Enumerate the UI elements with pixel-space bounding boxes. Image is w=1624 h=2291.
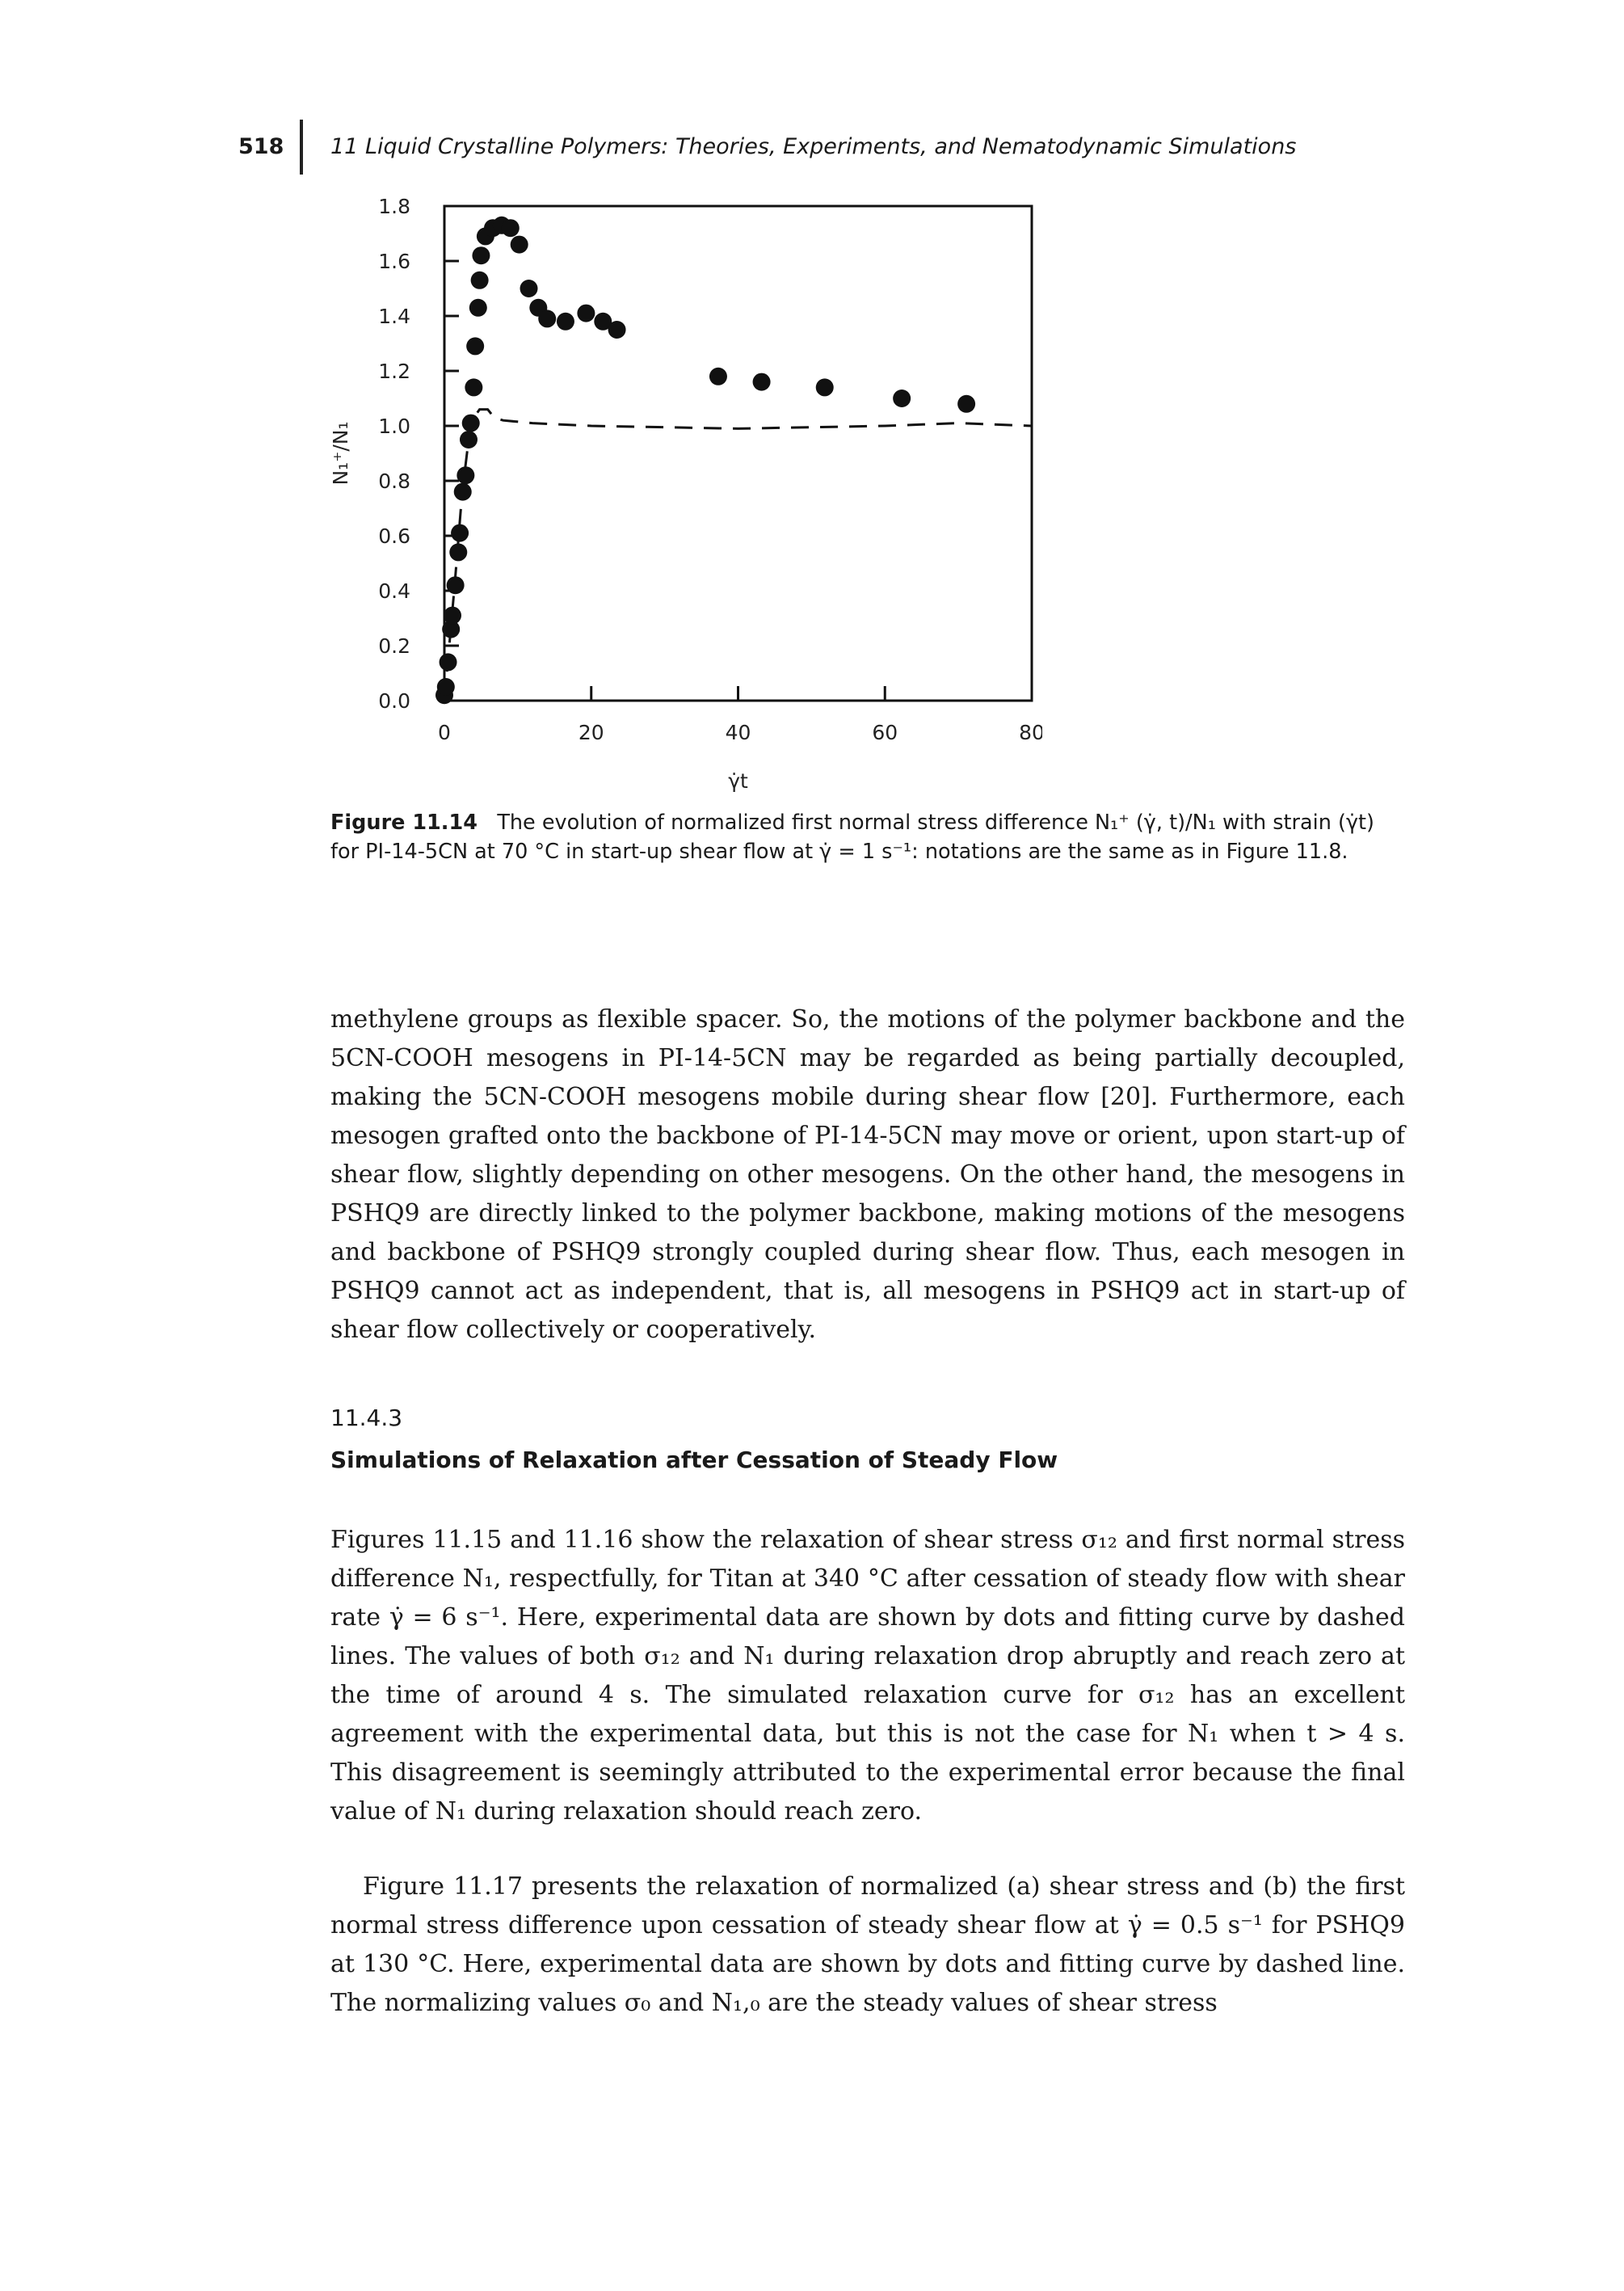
data-point [538, 310, 557, 328]
y-tick-label: 1.2 [378, 360, 410, 383]
data-point [556, 312, 574, 331]
running-title: 11 Liquid Crystalline Polymers: Theories… [330, 134, 1297, 159]
data-point [459, 431, 478, 449]
page-number: 518 [238, 134, 284, 159]
y-tick-label: 0.6 [378, 524, 410, 548]
data-point [608, 321, 626, 339]
y-tick-label: 0.2 [378, 634, 410, 658]
chart-svg: 0.0 0.2 0.4 0.6 0.8 1.0 1.2 1.4 1.6 1.8 0 20 40 60 80 γ… [329, 195, 1042, 793]
data-point [709, 367, 727, 385]
data-point [461, 414, 480, 432]
y-tick-label: 1.8 [378, 195, 410, 218]
data-point [815, 378, 834, 397]
data-point [453, 482, 472, 501]
data-point [436, 678, 455, 696]
y-tick-label: 0.0 [378, 689, 410, 713]
body-paragraph-2: Figures 11.15 and 11.16 show the relaxat… [330, 1526, 1405, 1826]
data-point [446, 576, 465, 595]
section-number: 11.4.3 [330, 1405, 403, 1431]
data-point [466, 337, 485, 356]
y-tick-label: 1.4 [378, 305, 410, 328]
section-title: Simulations of Relaxation after Cessatio… [330, 1447, 1058, 1473]
data-point [510, 235, 528, 254]
data-point [465, 378, 483, 397]
data-point [893, 390, 911, 407]
y-tick-label: 1.6 [378, 250, 410, 273]
figure-label: Figure 11.14 [330, 811, 478, 835]
data-point [456, 466, 475, 485]
figure-11-14: 0.0 0.2 0.4 0.6 0.8 1.0 1.2 1.4 1.6 1.8 0 20 40 60 80 γ… [299, 190, 1042, 804]
data-point [752, 373, 771, 391]
data-point [443, 606, 461, 625]
header-rule [300, 120, 303, 175]
data-point [449, 543, 468, 562]
x-tick-label: 80 [1019, 721, 1042, 744]
y-tick-label: 0.8 [378, 470, 410, 493]
body-paragraph-3: Figure 11.17 presents the relaxation of … [330, 1872, 1405, 2017]
x-tick-label: 20 [578, 721, 604, 744]
x-tick-label: 0 [438, 721, 451, 744]
x-tick-label: 40 [726, 721, 751, 744]
data-point [439, 653, 457, 672]
caption-text: The evolution of normalized first normal… [330, 811, 1374, 864]
data-point [442, 620, 461, 638]
data-point [451, 524, 469, 542]
y-tick-label: 0.4 [378, 579, 410, 603]
plot-frame [443, 204, 1033, 702]
figure-caption: Figure 11.14 The evolution of normalized… [330, 808, 1405, 866]
data-point [577, 304, 595, 322]
y-axis-label: N₁⁺/N₁ [329, 421, 352, 485]
x-axis-label: γ̇t [728, 769, 748, 793]
data-point [469, 298, 487, 317]
y-tick-label: 1.0 [378, 415, 410, 438]
x-tick-label: 60 [872, 721, 898, 744]
body-paragraph-1: methylene groups as flexible spacer. So,… [330, 1005, 1405, 1344]
data-point [501, 219, 520, 238]
data-point [470, 271, 489, 289]
fitting-curve [443, 408, 1033, 701]
data-point [472, 246, 490, 265]
data-point [594, 312, 612, 331]
data-point [957, 394, 976, 413]
data-point [520, 280, 538, 297]
